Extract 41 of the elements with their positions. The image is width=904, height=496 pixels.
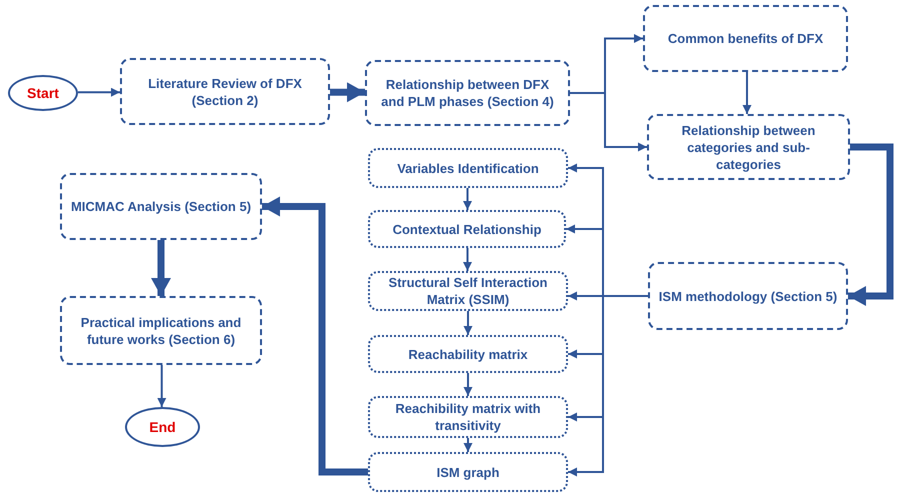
node-label: ISM graph [436, 464, 500, 480]
arrow [848, 144, 894, 306]
step-box [368, 210, 566, 248]
process-box [60, 296, 262, 365]
step-box [368, 148, 568, 188]
arrow [151, 240, 171, 296]
step-box [368, 396, 568, 438]
arrow [330, 82, 365, 102]
node-label: End [149, 418, 176, 436]
process-box [60, 173, 262, 240]
node-label: Variables Identification [397, 160, 539, 176]
arrow [464, 438, 472, 452]
step-box [368, 452, 568, 492]
arrow [157, 365, 166, 407]
process-box [648, 262, 848, 330]
node-label: Reachability matrix [408, 346, 528, 362]
process-box [647, 114, 850, 180]
node-label: Relationship between categories and sub-categories [680, 122, 816, 172]
node-label: Common benefits of DFX [668, 30, 824, 47]
arrow [463, 248, 472, 271]
step-box [368, 271, 568, 311]
node-label: ISM methodology (Section 5) [658, 288, 838, 304]
node-label: Literature Review of DFX (Section 2) [147, 74, 303, 108]
node-label: MICMAC Analysis (Section 5) [70, 198, 252, 215]
process-box [365, 60, 570, 126]
node-label: Contextual Relationship [392, 220, 542, 238]
arrow [78, 88, 120, 97]
process-box [120, 58, 330, 125]
node-label: Relationship between DFX and PLM phases (Section 4) [380, 76, 555, 110]
process-box [643, 5, 848, 72]
node-label: Reachibility matrix with transitivity [394, 400, 542, 434]
arrow [464, 373, 472, 396]
arrow [262, 196, 368, 476]
step-box [368, 335, 568, 373]
arrow [742, 72, 752, 114]
node-label: Start [27, 84, 59, 102]
node-label: Practical implications and future works (Section 6) [80, 314, 242, 348]
arrow [463, 188, 472, 210]
arrow [570, 92, 647, 152]
arrow [464, 311, 472, 335]
node-label: Structural Self Interaction Matrix (SSIM) [388, 274, 548, 308]
